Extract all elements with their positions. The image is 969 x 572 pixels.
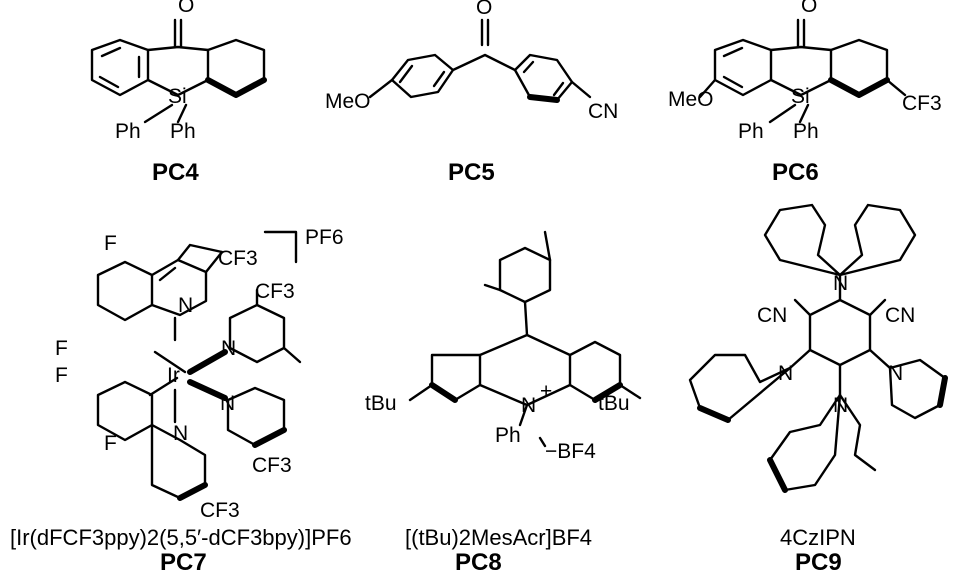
pc7-id: PC7	[160, 549, 207, 572]
pc7-trifluoromethyl-label-1: CF3	[218, 247, 258, 270]
pc5-nitrile-label: CN	[588, 100, 618, 123]
pc8-charge-label: +	[540, 380, 552, 403]
pc4-oxygen-label: O	[178, 0, 194, 17]
pc9-nitrogen-label-2: N	[778, 362, 793, 385]
pc8-structure: N + Ph tBu tBu −BF4 [(tBu)2MesAcr]BF4 PC…	[365, 230, 642, 572]
pc8-nitrogen-label: N	[521, 394, 536, 417]
pc5-oxygen-label: O	[476, 0, 492, 19]
pc8-phenyl-label: Ph	[495, 424, 521, 447]
pc4-phenyl-label-2: Ph	[170, 120, 196, 143]
pc4-phenyl-label-1: Ph	[115, 120, 141, 143]
pc8-tert-butyl-label-2: tBu	[598, 392, 630, 415]
pc7-trifluoromethyl-label-4: CF3	[200, 499, 240, 522]
pc7-fluorine-label-1: F	[104, 232, 117, 255]
pc8-id: PC8	[455, 549, 502, 572]
pc6-oxygen-label: O	[801, 0, 817, 17]
pc7-fluorine-label-4: F	[104, 432, 117, 455]
pc8-counterion-label: −BF4	[545, 440, 596, 463]
pc9-id: PC9	[795, 549, 842, 572]
pc6-silicon-label: Si	[791, 85, 810, 108]
pc6-structure: O MeO Si Ph Ph CF3 PC6	[668, 0, 942, 186]
pc9-nitrile-label-2: CN	[885, 304, 915, 327]
pc5-structure: O MeO CN PC5	[325, 0, 618, 186]
pc5-id: PC5	[448, 159, 495, 186]
pc7-trifluoromethyl-label-2: CF3	[255, 280, 295, 303]
pc7-nitrogen-label-4: N	[173, 422, 188, 445]
pc7-nitrogen-label-3: N	[220, 392, 235, 415]
pc7-counterion-label: PF6	[305, 226, 344, 249]
pc6-id: PC6	[772, 159, 819, 186]
pc7-fluorine-label-2: F	[55, 337, 68, 360]
pc9-structure: N N N N CN CN 4CzIPN PC9	[688, 203, 948, 572]
pc9-nitrogen-label-1: N	[833, 272, 848, 295]
pc6-trifluoromethyl-label: CF3	[902, 92, 942, 115]
pc7-trifluoromethyl-label-3: CF3	[252, 454, 292, 477]
pc9-nitrile-label-1: CN	[757, 304, 787, 327]
pc7-nitrogen-label-1: N	[178, 294, 193, 317]
pc7-structure: Ir N N N N F F F F CF3 CF3 CF3 CF3 PF6 […	[10, 226, 352, 572]
pc6-methoxy-label: MeO	[668, 88, 714, 111]
pc8-tert-butyl-label-1: tBu	[365, 392, 397, 415]
pc9-nitrogen-label-3: N	[888, 362, 903, 385]
pc7-nitrogen-label-2: N	[221, 337, 236, 360]
pc8-name: [(tBu)2MesAcr]BF4	[405, 525, 592, 550]
pc7-fluorine-label-3: F	[55, 364, 68, 387]
pc6-phenyl-label-1: Ph	[738, 120, 764, 143]
iridium-label: Ir	[167, 364, 180, 387]
pc7-name: [Ir(dFCF3ppy)2(5,5′-dCF3bpy)]PF6	[10, 525, 352, 550]
pc5-methoxy-label: MeO	[325, 90, 371, 113]
pc9-name: 4CzIPN	[780, 525, 856, 550]
pc6-phenyl-label-2: Ph	[793, 120, 819, 143]
pc4-id: PC4	[152, 159, 199, 186]
pc9-nitrogen-label-4: N	[833, 394, 848, 417]
pc4-silicon-label: Si	[168, 85, 187, 108]
pc4-structure: O Si Ph Ph PC4	[90, 0, 267, 186]
